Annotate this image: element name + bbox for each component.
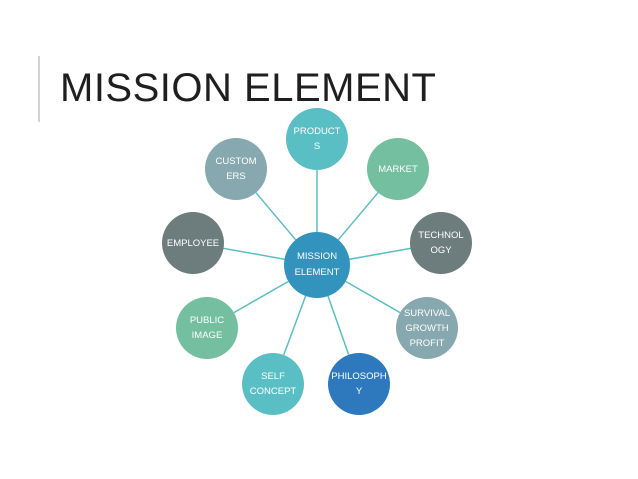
connector-survival [345, 280, 401, 314]
node-philosophy-label: PHILOSOPH Y [331, 371, 387, 397]
node-products: PRODUCT S [286, 108, 348, 170]
node-self-concept: SELF CONCEPT [242, 353, 304, 415]
node-philosophy: PHILOSOPH Y [328, 353, 390, 415]
connector-public-image [233, 280, 289, 314]
node-market: MARKET [367, 138, 429, 200]
node-self-concept-label: SELF CONCEPT [249, 371, 297, 397]
connector-philosophy [327, 295, 350, 356]
slide-title: MISSION ELEMENT [60, 66, 437, 110]
center-node-mission-element: MISSION ELEMENT [284, 232, 350, 298]
node-products-label: PRODUCT S [293, 126, 341, 152]
connector-employee [223, 247, 285, 260]
connector-customers [255, 192, 297, 241]
node-customers: CUSTOM ERS [205, 138, 267, 200]
center-node-label: MISSION ELEMENT [294, 251, 340, 278]
node-technology-label: TECHNOL OGY [418, 230, 464, 256]
node-public-image-label: PUBLIC IMAGE [189, 315, 225, 341]
title-accent-bar [38, 56, 40, 122]
connector-market [337, 192, 379, 241]
node-market-label: MARKET [378, 163, 418, 175]
node-survival-label: SURVIVAL GROWTH PROFIT [403, 307, 451, 349]
node-technology: TECHNOL OGY [410, 212, 472, 274]
node-employee-label: EMPLOYEE [166, 237, 220, 249]
node-survival-growth-profit: SURVIVAL GROWTH PROFIT [396, 297, 458, 359]
node-employee: EMPLOYEE [162, 212, 224, 274]
connector-technology [349, 247, 411, 260]
node-public-image: PUBLIC IMAGE [176, 297, 238, 359]
node-customers-label: CUSTOM ERS [215, 156, 257, 182]
connector-self-concept [283, 295, 307, 356]
